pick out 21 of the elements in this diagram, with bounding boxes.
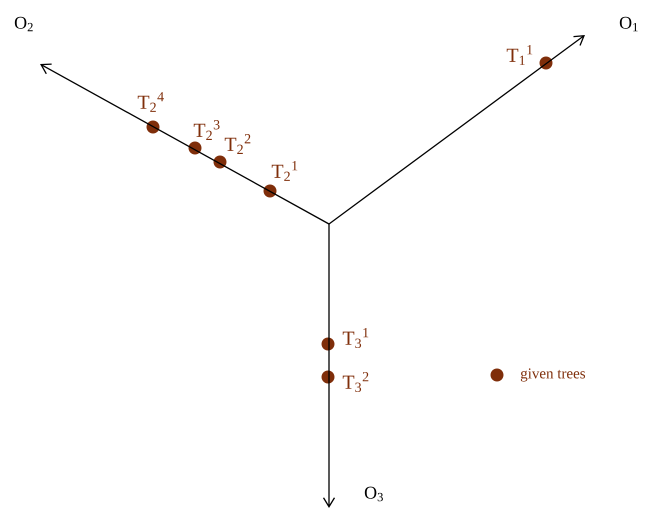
axis-label: O$_{3}$: [364, 486, 383, 502]
arrow: [322, 224, 336, 508]
tree-dot: [322, 338, 334, 350]
tree-dot: [322, 370, 334, 384]
arrow: [328, 35, 585, 225]
tree-dot: [188, 142, 202, 154]
tree-dot: [146, 120, 160, 134]
arrow: [40, 64, 330, 225]
tree-label: T$_{3}$1: [342, 328, 368, 348]
tree-dot: [264, 184, 276, 198]
legend-text: given trees: [520, 368, 586, 382]
tree-dot: [540, 56, 552, 70]
tree-label: T$_{1}$1: [506, 45, 532, 65]
axis-label: O$_{2}$: [14, 16, 33, 32]
tree-label: T$_{3}$2: [342, 372, 368, 392]
tree-label: T$_{2}$2: [224, 134, 250, 154]
tree-label: T$_{2}$3: [194, 120, 220, 140]
tree-label: T$_{2}$4: [138, 92, 164, 112]
axis-label: O$_{1}$: [620, 16, 638, 32]
tree-dot: [214, 156, 226, 168]
tree-label: T$_{2}$1: [272, 161, 298, 181]
